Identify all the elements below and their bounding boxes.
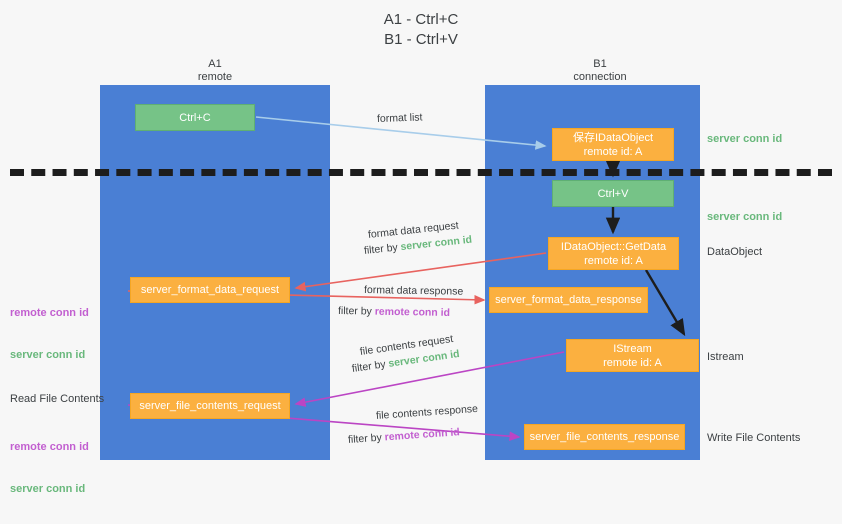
node-save-dataobject-sub: remote id: A bbox=[583, 145, 643, 158]
swimlane-a1-header: A1 remote bbox=[130, 58, 300, 84]
label-remote-conn-id-a: remote conn id bbox=[10, 307, 89, 319]
page-title: A1 - Ctrl+C B1 - Ctrl+V bbox=[0, 10, 842, 50]
node-istream-label: IStream bbox=[613, 342, 652, 355]
swimlane-b1-role: connection bbox=[573, 71, 627, 83]
node-file-contents-request[interactable]: server_file_contents_request bbox=[130, 393, 290, 419]
node-getdata-label: IDataObject::GetData bbox=[560, 240, 667, 253]
swimlane-b1-name: B1 bbox=[593, 58, 607, 70]
node-ctrl-v[interactable]: Ctrl+V bbox=[552, 180, 674, 207]
node-file-contents-request-label: server_file_contents_request bbox=[139, 400, 281, 412]
swimlane-b1-header: B1 connection bbox=[515, 58, 685, 84]
dashed-separator bbox=[10, 169, 832, 176]
label-server-conn-id-top: server conn id bbox=[707, 133, 783, 145]
label-istream: Istream bbox=[707, 351, 744, 363]
label-dataobject: DataObject bbox=[707, 246, 763, 258]
swimlane-a1-role: remote bbox=[197, 71, 233, 83]
filter-prefix-4: filter by bbox=[347, 431, 386, 446]
label-read-file-contents: Read File Contents bbox=[10, 393, 105, 405]
label-write-file-contents: Write File Contents bbox=[707, 432, 801, 444]
node-ctrl-c[interactable]: Ctrl+C bbox=[135, 104, 255, 131]
title-line-1: A1 - Ctrl+C bbox=[383, 11, 459, 28]
arrow-file-contents-request bbox=[294, 351, 565, 407]
filter-prefix-2: filter by bbox=[337, 305, 375, 318]
node-save-dataobject-label: 保存IDataObject bbox=[572, 131, 654, 144]
node-format-data-response-label: server_format_data_response bbox=[495, 294, 642, 306]
node-getdata-sub: remote id: A bbox=[584, 254, 643, 267]
title-line-2: B1 - Ctrl+V bbox=[384, 31, 458, 48]
node-format-data-response[interactable]: server_format_data_response bbox=[489, 287, 648, 313]
label-server-conn-id-mid: server conn id bbox=[707, 211, 783, 223]
filter-key-remote-conn-id-1: remote conn id bbox=[374, 305, 451, 319]
node-istream[interactable]: IStream remote id: A bbox=[566, 339, 699, 372]
label-remote-conn-id-b: remote conn id bbox=[10, 441, 89, 453]
label-group-conn-ids-top: remote conn id server conn id bbox=[10, 278, 89, 390]
node-istream-sub: remote id: A bbox=[603, 356, 662, 369]
node-file-contents-response-label: server_file_contents_response bbox=[529, 431, 680, 443]
node-file-contents-response[interactable]: server_file_contents_response bbox=[524, 424, 685, 450]
swimlane-a1-name: A1 bbox=[208, 58, 222, 70]
annotation-format-data-response: format data response bbox=[363, 284, 464, 298]
arrow-format-data-request bbox=[294, 252, 547, 292]
annotation-format-data-response-filter: filter by remote conn id bbox=[338, 305, 450, 319]
node-format-data-request-label: server_format_data_request bbox=[140, 284, 280, 296]
node-getdata[interactable]: IDataObject::GetData remote id: A bbox=[548, 237, 679, 270]
label-server-conn-id-a: server conn id bbox=[10, 349, 86, 361]
node-ctrl-c-label: Ctrl+C bbox=[179, 111, 211, 124]
label-server-conn-id-b: server conn id bbox=[10, 483, 86, 495]
arrow-format-list bbox=[255, 116, 547, 150]
label-group-conn-ids-bottom: remote conn id server conn id bbox=[10, 412, 89, 524]
node-ctrl-v-label: Ctrl+V bbox=[597, 187, 629, 200]
node-format-data-request[interactable]: server_format_data_request bbox=[130, 277, 290, 303]
node-save-dataobject[interactable]: 保存IDataObject remote id: A bbox=[552, 128, 674, 161]
diagram-canvas: A1 - Ctrl+C B1 - Ctrl+V A1 remote B1 con… bbox=[0, 10, 842, 495]
arrow-getdata-to-istream bbox=[644, 269, 686, 337]
annotation-format-list: format list bbox=[376, 111, 423, 125]
